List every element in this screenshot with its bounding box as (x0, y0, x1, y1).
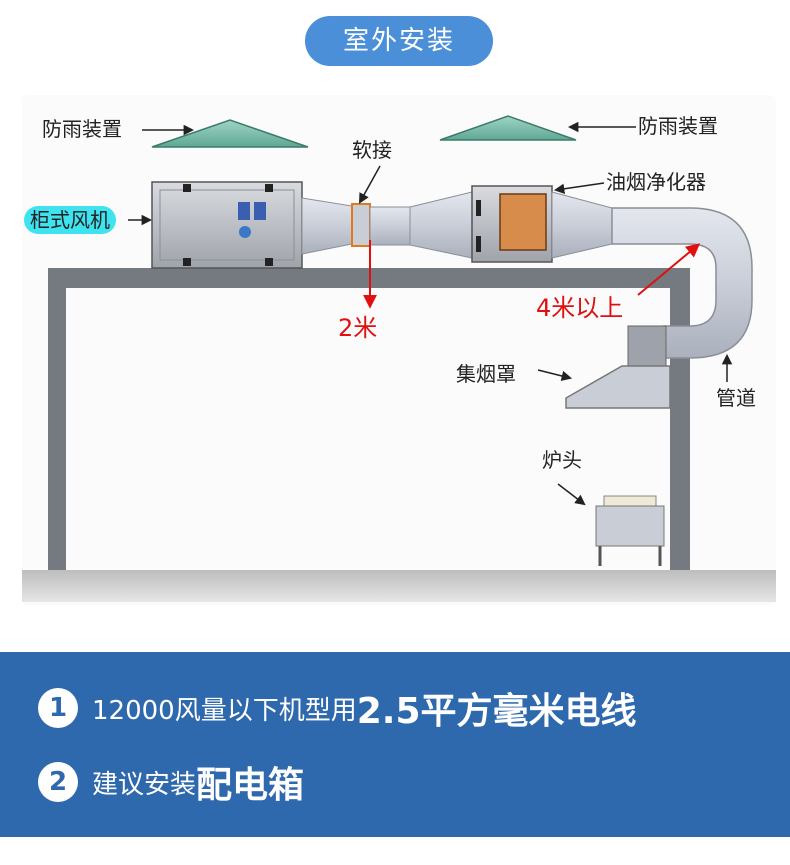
note-text-2: 建议安装 (92, 769, 197, 800)
fan-badge (238, 202, 250, 220)
note-text-1: 12000风量以下机型用 (92, 695, 357, 726)
stove-burner (603, 495, 657, 507)
label-rain-cover-left: 防雨装置 (42, 117, 122, 141)
cabinet-fan (151, 181, 303, 269)
label-soft-joint: 软接 (352, 138, 392, 162)
purifier-window (499, 193, 547, 251)
label-rain-cover-right: 防雨装置 (638, 114, 718, 138)
label-distance-4m: 4米以上 (536, 294, 624, 322)
label-purifier: 油烟净化器 (606, 170, 706, 194)
left-wall (48, 268, 66, 570)
note-bold-1: 2.5平方毫米电线 (356, 691, 637, 732)
label-pipe: 管道 (716, 386, 756, 410)
notes-banner: 1 12000风量以下机型用 2.5平方毫米电线 2 建议安装 配电箱 (0, 652, 790, 837)
label-distance-2m: 2米 (338, 314, 378, 342)
right-wall (670, 268, 690, 570)
section-title: 室外安装 (305, 16, 493, 66)
note-number-2: 2 (38, 762, 78, 802)
pipe (611, 207, 753, 359)
hood-duct (627, 325, 667, 367)
label-hood: 集烟罩 (456, 362, 516, 386)
note-row-2: 2 建议安装 配电箱 (38, 756, 304, 808)
label-cabinet-fan: 柜式风机 (24, 206, 116, 234)
installation-diagram (22, 115, 776, 602)
label-stove: 炉头 (542, 448, 582, 472)
rain-cover-right (439, 115, 577, 141)
ground (22, 570, 776, 602)
note-bold-2: 配电箱 (196, 765, 305, 806)
note-row-1: 1 12000风量以下机型用 2.5平方毫米电线 (38, 682, 637, 734)
stove (595, 505, 665, 547)
smoke-hood (565, 365, 671, 409)
fan-outlet (301, 197, 353, 255)
soft-joint (351, 203, 371, 247)
note-number-1: 1 (38, 688, 78, 728)
